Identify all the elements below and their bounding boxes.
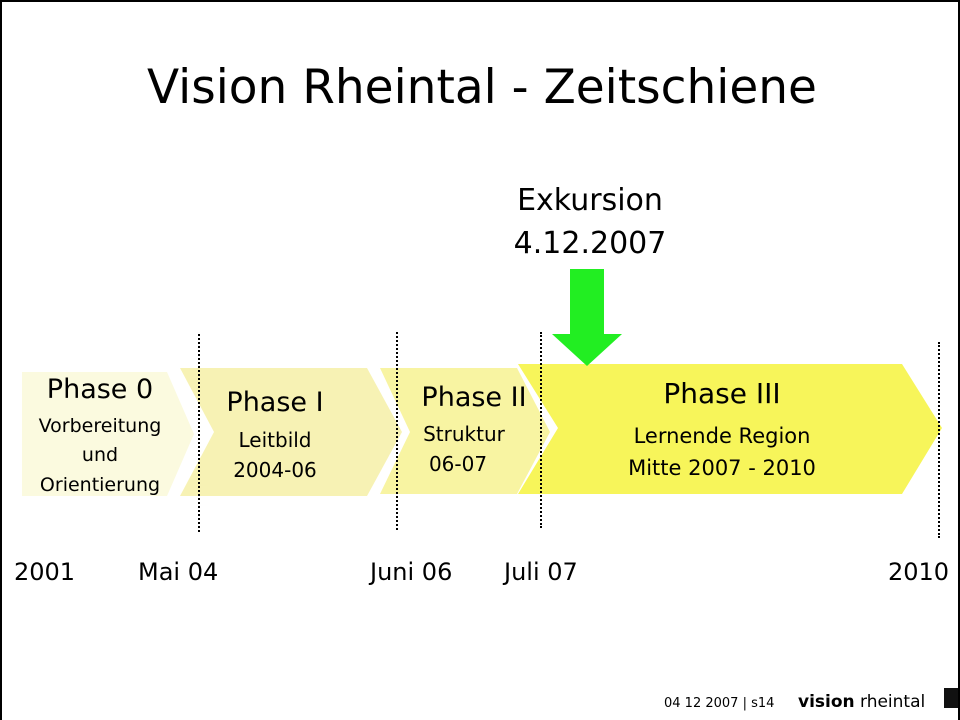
timeline-label-2001: 2001 xyxy=(14,558,76,586)
timeline-label-juni06: Juni 06 xyxy=(370,558,453,586)
phase-3-title: Phase III xyxy=(663,377,781,410)
slide-title: Vision Rheintal - Zeitschiene xyxy=(147,60,817,115)
timeline-label-2010: 2010 xyxy=(888,558,950,586)
timeline-label-juli07: Juli 07 xyxy=(504,558,578,586)
phase-2-title: Phase II xyxy=(421,382,527,413)
footer-brand-vision: vision xyxy=(798,692,855,712)
phase-1-line-2: 2004-06 xyxy=(233,458,317,482)
timeline-marker-juni06 xyxy=(396,332,398,530)
timeline-marker-2010 xyxy=(938,342,940,538)
phase-0-line-2: und xyxy=(81,444,119,466)
phase-3-line-2: Mitte 2007 - 2010 xyxy=(628,456,816,480)
timeline-label-mai04: Mai 04 xyxy=(138,558,219,586)
phase-0-chevron xyxy=(22,372,194,496)
phase-0-line-1: Vorbereitung xyxy=(38,415,162,437)
timeline-marker-juli07 xyxy=(540,332,542,528)
phase-2-line-2: 06-07 xyxy=(428,452,488,476)
exkursion-label: Exkursion xyxy=(517,183,663,218)
timeline-marker-mai04 xyxy=(198,334,200,532)
phase-0-title: Phase 0 xyxy=(46,374,154,405)
phase-0-line-3: Orientierung xyxy=(39,474,161,496)
footer-logo-block xyxy=(944,688,958,708)
footer-brand-rheintal: rheintal xyxy=(860,692,926,712)
exkursion-arrow xyxy=(552,269,622,366)
phase-3-chevron xyxy=(518,364,942,494)
phase-2-chevron xyxy=(380,368,550,494)
footer-date: 04 12 2007 | s14 xyxy=(664,696,775,711)
phase-1-chevron xyxy=(180,368,402,496)
phase-1-title: Phase I xyxy=(226,387,324,418)
phase-1-line-1: Leitbild xyxy=(238,428,312,452)
phase-2-line-1: Struktur xyxy=(423,422,505,446)
phase-3-line-1: Lernende Region xyxy=(633,424,811,448)
exkursion-date: 4.12.2007 xyxy=(513,226,667,261)
